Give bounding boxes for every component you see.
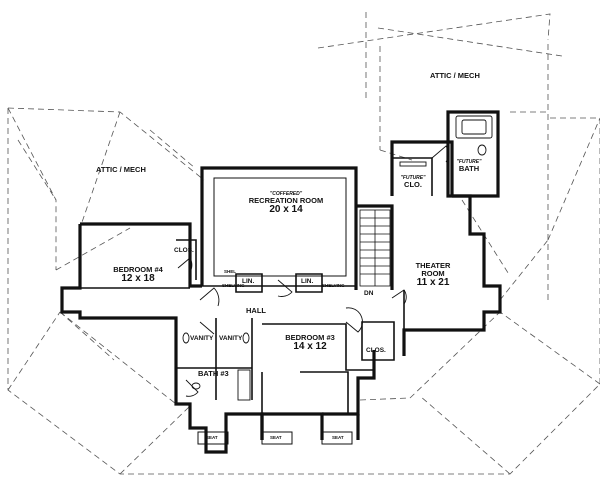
bedroom4-label: BEDROOM #4 12 x 18: [113, 265, 163, 284]
shelving-label-right: SHELVING: [322, 283, 345, 288]
window-seats: [197, 431, 353, 445]
linen-label-left: LIN.: [242, 278, 255, 285]
hall-label: HALL: [246, 306, 266, 315]
interior-walls: [80, 157, 433, 414]
shelf-label: SHEL: [224, 269, 237, 274]
seat-label-1: SEAT: [206, 435, 218, 440]
attic-label-left: ATTIC / MECH: [96, 165, 146, 174]
recreation-room-label: "COFFERED" RECREATION ROOM 20 x 14: [248, 191, 324, 216]
vanity-label-left: VANITY: [190, 335, 214, 342]
future-bath-label: "FUTURE" BATH: [456, 159, 482, 174]
stair-down-label: DN: [364, 290, 374, 297]
theater-room-label: THEATER ROOM 11 x 21: [415, 261, 451, 288]
bath3-label: BATH #3: [198, 369, 229, 378]
bedroom3-label: BEDROOM #3 14 x 12: [285, 333, 335, 352]
door-swings: [177, 145, 449, 397]
closet-label-left: CLOS.: [174, 247, 194, 254]
seat-label-2: SEAT: [270, 435, 282, 440]
roof-lines: [7, 12, 600, 475]
staircase: [359, 209, 391, 287]
shelving-label-left: SHELVING: [222, 283, 245, 288]
fixtures: [182, 115, 493, 401]
seat-label-3: SEAT: [332, 435, 344, 440]
exterior-walls: [60, 110, 502, 454]
vanity-label-right: VANITY: [219, 335, 243, 342]
attic-label-upper: ATTIC / MECH: [430, 71, 480, 80]
linen-label-right: LIN.: [301, 278, 314, 285]
future-closet-label: "FUTURE" CLO.: [400, 175, 426, 190]
closet-label-right: CLOS.: [366, 347, 386, 354]
